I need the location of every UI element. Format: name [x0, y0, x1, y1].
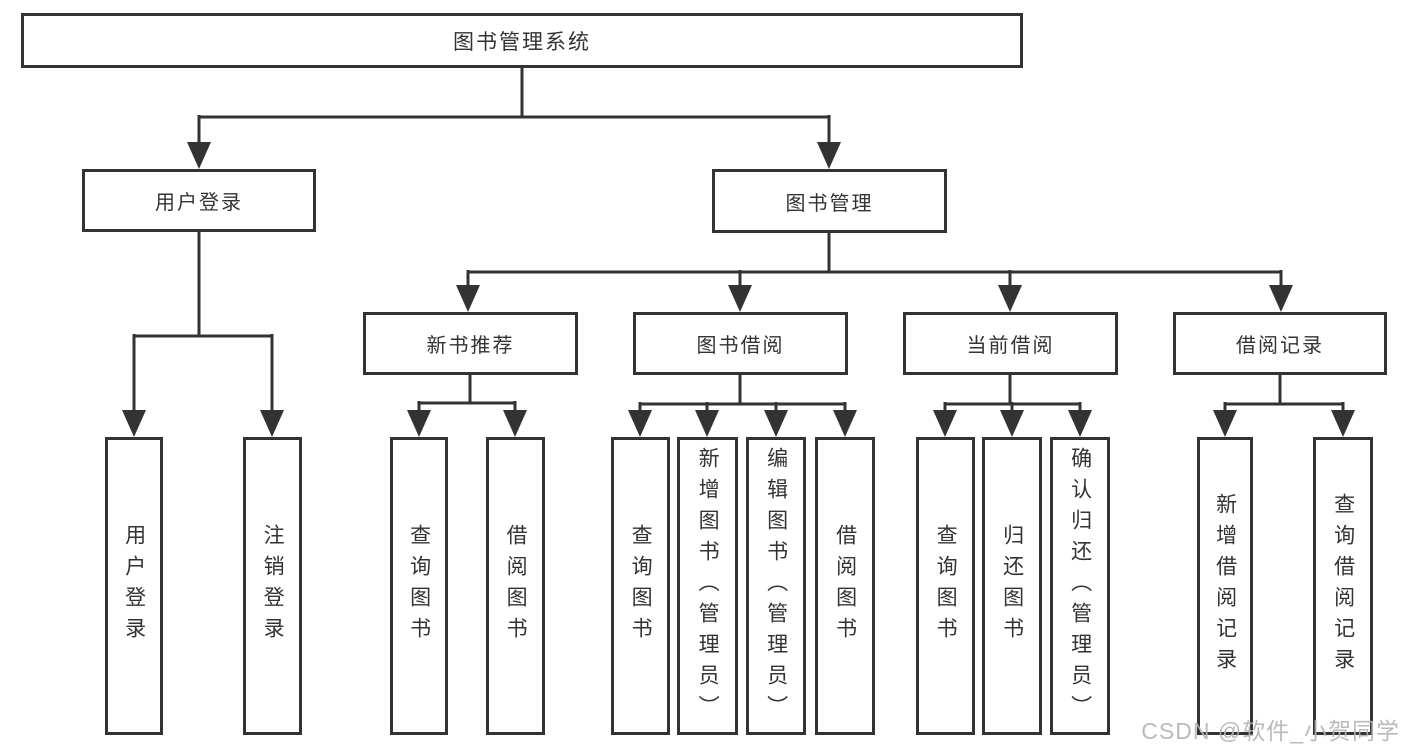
node-book-borrow-label: 图书借阅 [696, 335, 785, 357]
leaf-query-books-recommend: 查询图书 [390, 437, 448, 735]
node-new-book-recommend-label: 新书推荐 [426, 335, 515, 357]
leaf-add-books-admin: 新增图书（管理员） [677, 437, 738, 735]
leaf-query-books-current: 查询图书 [916, 437, 975, 735]
leaf-confirm-return-admin-label: 确认归还（管理员） [1068, 446, 1092, 726]
connector-bookborrow-to-leaves [628, 373, 857, 437]
leaf-borrow-books: 借阅图书 [815, 437, 875, 735]
connector-userlogin-to-leaves [122, 230, 284, 437]
node-user-login-label: 用户登录 [155, 192, 243, 214]
leaf-user-login-label: 用户登录 [122, 524, 146, 648]
leaf-return-books: 归还图书 [982, 437, 1042, 735]
leaf-query-books-current-label: 查询图书 [934, 524, 958, 648]
node-current-borrow-label: 当前借阅 [966, 335, 1055, 357]
leaf-query-borrow-record-label: 查询借阅记录 [1331, 493, 1355, 679]
node-book-borrow: 图书借阅 [633, 312, 848, 375]
leaf-query-borrow-record: 查询借阅记录 [1313, 437, 1373, 735]
leaf-borrow-books-label: 借阅图书 [833, 524, 857, 648]
node-current-borrow: 当前借阅 [903, 312, 1118, 375]
node-borrow-records-label: 借阅记录 [1236, 335, 1324, 357]
leaf-edit-books-admin-label: 编辑图书（管理员） [764, 446, 788, 726]
node-library-system-label: 图书管理系统 [453, 30, 591, 54]
leaf-add-borrow-record-label: 新增借阅记录 [1213, 493, 1237, 679]
leaf-edit-books-admin: 编辑图书（管理员） [746, 437, 806, 735]
leaf-logout-label: 注销登录 [261, 524, 285, 648]
node-book-management-label: 图书管理 [785, 192, 874, 215]
leaf-confirm-return-admin: 确认归还（管理员） [1050, 437, 1110, 735]
connector-root-to-level2 [187, 66, 841, 169]
node-borrow-records: 借阅记录 [1173, 312, 1387, 375]
connector-borrowrecords-to-leaves [1213, 373, 1355, 437]
node-library-system: 图书管理系统 [21, 13, 1023, 68]
leaf-return-books-label: 归还图书 [1000, 524, 1024, 648]
leaf-query-books-borrow-label: 查询图书 [629, 524, 653, 648]
node-book-management: 图书管理 [712, 169, 947, 233]
connector-currentborrow-to-leaves [933, 373, 1092, 437]
leaf-add-books-admin-label: 新增图书（管理员） [696, 446, 720, 726]
leaf-add-borrow-record: 新增借阅记录 [1197, 437, 1253, 735]
connector-bookmgmt-to-level3 [456, 231, 1293, 312]
leaf-query-books-recommend-label: 查询图书 [407, 524, 431, 648]
connector-newbooks-to-leaves [407, 373, 527, 437]
leaf-user-login: 用户登录 [105, 437, 163, 735]
leaf-borrow-books-recommend-label: 借阅图书 [504, 524, 528, 648]
node-user-login: 用户登录 [82, 169, 316, 232]
watermark: CSDN @软件_小贺同学 [1141, 718, 1400, 744]
node-new-book-recommend: 新书推荐 [363, 312, 578, 375]
leaf-borrow-books-recommend: 借阅图书 [486, 437, 545, 735]
leaf-logout: 注销登录 [243, 437, 302, 735]
leaf-query-books-borrow: 查询图书 [611, 437, 670, 735]
